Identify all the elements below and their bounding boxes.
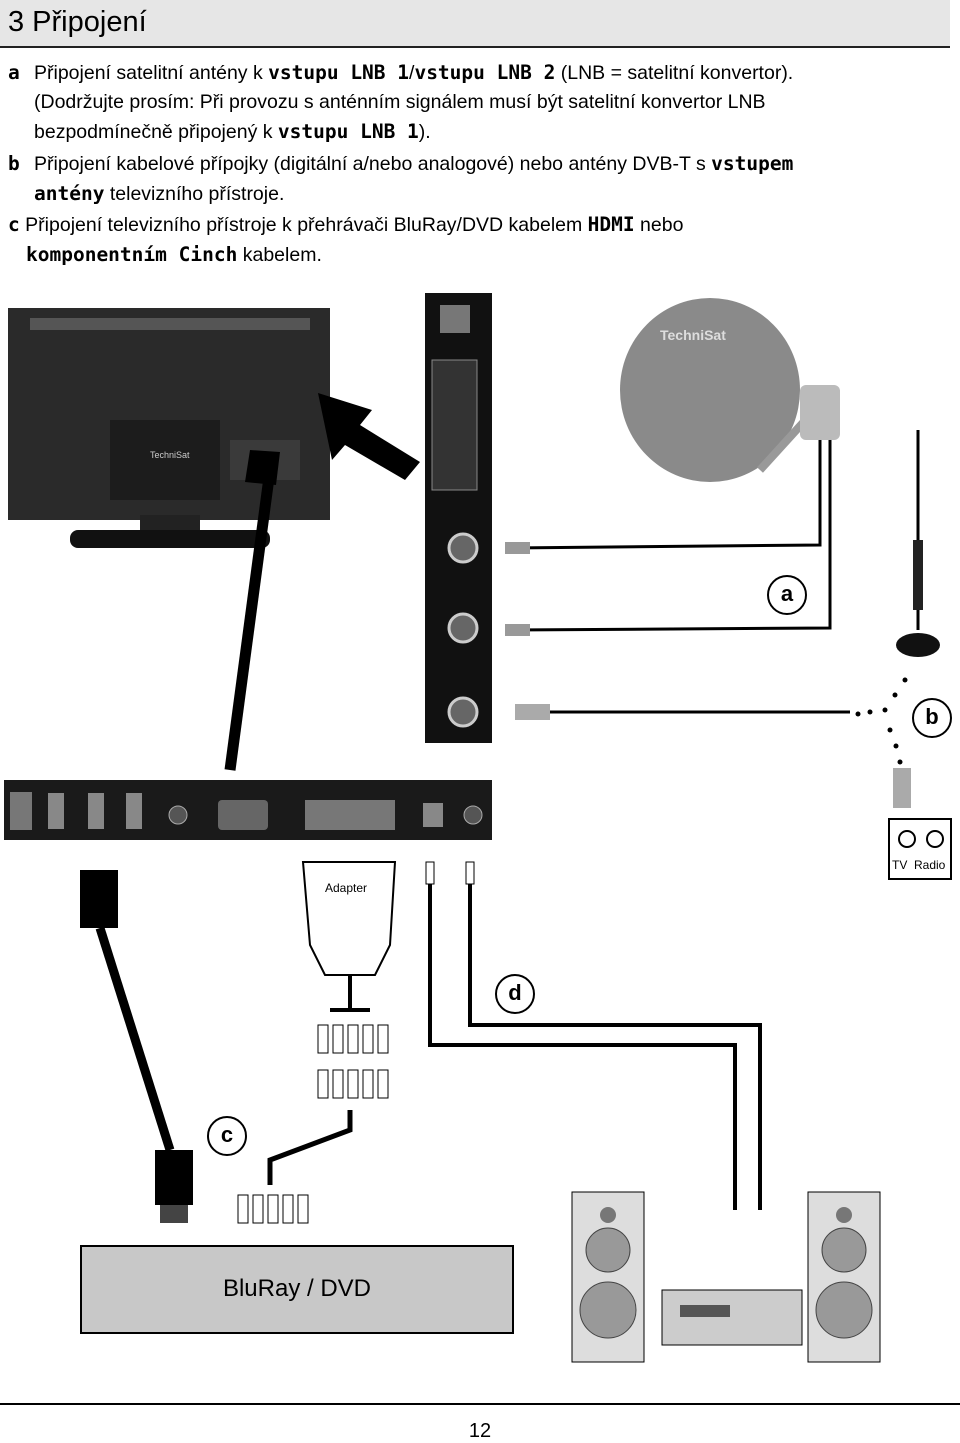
stereo-system-image xyxy=(571,1191,881,1363)
item-c-line2-bold: komponentním Cinch xyxy=(26,243,238,266)
item-c-line2: komponentním Cinch kabelem. xyxy=(8,240,683,270)
callout-a: a xyxy=(767,575,807,615)
item-c-line2-text: kabelem. xyxy=(237,244,322,266)
tv-brand-label: TechniSat xyxy=(150,450,190,460)
callout-d: d xyxy=(495,974,535,1014)
callout-b: b xyxy=(912,698,952,738)
item-b-line2: antény televizního přístroje. xyxy=(8,179,793,209)
audio-cables xyxy=(428,880,762,1210)
tv-socket-icon xyxy=(898,830,916,848)
scart-adapter-image: Adapter xyxy=(301,861,397,1099)
item-b-line2-bold: antény xyxy=(34,182,105,205)
lnb1-plug xyxy=(505,542,530,554)
item-a-bold-lnb1: vstupu LNB 1 xyxy=(268,61,410,84)
item-c-bold-hdmi: HDMI xyxy=(587,213,635,236)
lnb-cables xyxy=(509,440,850,714)
item-a-line2: (Dodržujte prosím: Při provozu s anténní… xyxy=(34,91,766,113)
item-c-text-end: nebo xyxy=(634,214,684,236)
radio-socket-icon xyxy=(926,830,944,848)
item-a-line3-text: bezpodmínečně připojený k xyxy=(34,121,278,143)
audio-plug-2 xyxy=(465,861,475,885)
item-a-slash: / xyxy=(409,62,415,84)
item-b-bold: vstupem xyxy=(711,152,794,175)
component-cable xyxy=(237,1110,353,1224)
wall-socket: TV Radio xyxy=(888,818,952,880)
tv-back-image: TechniSat xyxy=(8,308,330,548)
dotted-cables xyxy=(855,677,908,765)
socket-tv-label: TV xyxy=(892,858,908,872)
item-b-marker: b xyxy=(8,152,20,175)
item-b-line2-text: televizního přístroje. xyxy=(104,183,285,205)
bluray-dvd-player: BluRay / DVD xyxy=(80,1245,514,1334)
item-a-line3-end: ). xyxy=(418,121,431,143)
item-a-bold-lnb2: vstupu LNB 2 xyxy=(414,61,556,84)
antenna-plug xyxy=(515,704,550,720)
item-c-marker: c xyxy=(8,213,20,236)
adapter-label: Adapter xyxy=(325,881,367,895)
section-header: 3 Připojení xyxy=(0,0,950,48)
item-a-text-end: (LNB = satelitní konvertor). xyxy=(555,62,794,84)
section-title: 3 Připojení xyxy=(8,6,147,38)
dvbt-antenna-image xyxy=(896,430,940,657)
item-b: b Připojení kabelové přípojky (digitální … xyxy=(8,149,793,209)
item-a: a Připojení satelitní antény k vstupu LNB… xyxy=(8,58,793,147)
item-a-marker: a xyxy=(8,61,20,84)
socket-cable-plug xyxy=(893,768,911,808)
bottom-connector-panel xyxy=(4,780,492,840)
audio-plug-1 xyxy=(425,861,435,885)
item-a-line3: bezpodmínečně připojený k vstupu LNB 1). xyxy=(8,117,793,147)
hdmi-cable xyxy=(80,870,193,1223)
item-a-line3-bold: vstupu LNB 1 xyxy=(277,120,419,143)
item-c: c Připojení televizního přístroje k přeh… xyxy=(8,210,683,270)
socket-radio-label: Radio xyxy=(914,858,946,872)
arrow-to-tv xyxy=(224,393,420,771)
lnb2-plug xyxy=(505,624,530,636)
item-c-text: Připojení televizního přístroje k přehrá… xyxy=(19,214,588,236)
satellite-dish-image: TechniSat xyxy=(620,298,840,482)
item-b-text: Připojení kabelové přípojky (digitální a… xyxy=(34,153,712,175)
dish-brand-label: TechniSat xyxy=(660,327,726,343)
callout-c: c xyxy=(207,1116,247,1156)
bluray-label: BluRay / DVD xyxy=(222,1275,372,1302)
page-number: 12 xyxy=(468,1420,492,1442)
item-a-text: Připojení satelitní antény k xyxy=(34,62,269,84)
side-connector-panel xyxy=(425,293,492,743)
footer-divider xyxy=(0,1403,960,1405)
